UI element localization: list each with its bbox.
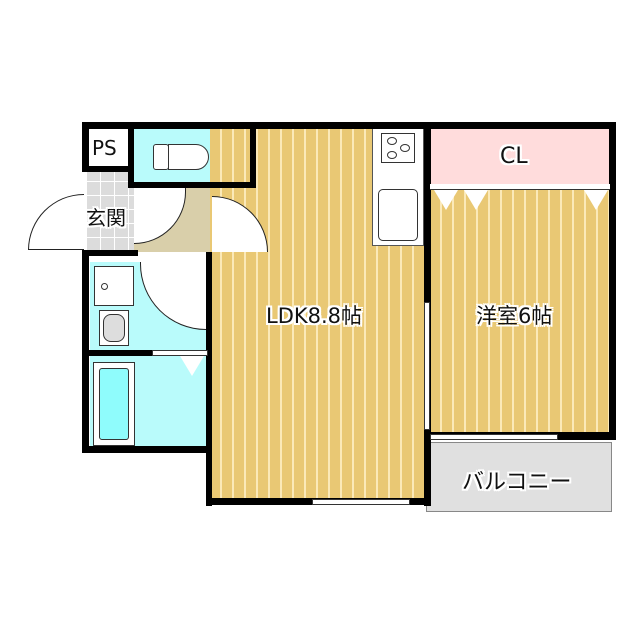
- closet-door-strip[interactable]: [430, 184, 610, 190]
- wall: [609, 122, 616, 440]
- wall: [250, 122, 256, 188]
- ps-label: PS: [92, 136, 117, 160]
- wall: [82, 166, 134, 172]
- bathtub-icon: [93, 362, 135, 446]
- balcony: [426, 442, 612, 512]
- closet-door-triangle: [464, 190, 488, 210]
- wall: [128, 122, 134, 188]
- entrance-floor: [86, 172, 134, 252]
- toilet-icon: [153, 144, 209, 170]
- washing-machine-icon: [94, 266, 134, 306]
- wall: [82, 350, 154, 356]
- ps-area: [86, 128, 130, 170]
- ldk-label: LDK8.8帖: [266, 304, 363, 328]
- sink-icon: [378, 189, 418, 241]
- wall: [128, 182, 256, 188]
- closet-door-triangle: [434, 190, 458, 210]
- closet-label: CL: [500, 144, 528, 169]
- closet: [430, 128, 610, 184]
- wall: [82, 250, 138, 256]
- kitchen-counter: [372, 128, 424, 246]
- wall: [206, 252, 212, 506]
- washbasin-icon: [99, 310, 129, 346]
- sliding-door[interactable]: [424, 302, 430, 430]
- wall: [82, 122, 616, 129]
- entrance-label: 玄関: [86, 206, 126, 230]
- balcony-label: バルコニー: [462, 470, 572, 495]
- western-room-floor: [430, 184, 610, 438]
- ldk-window: [312, 499, 410, 505]
- western-room-label: 洋室6帖: [476, 304, 553, 328]
- wall: [82, 446, 212, 453]
- wall: [82, 122, 89, 172]
- washroom-door[interactable]: [152, 350, 208, 356]
- entrance-door-icon[interactable]: [28, 194, 84, 250]
- closet-door-triangle: [584, 190, 608, 210]
- stove-icon: [381, 133, 415, 163]
- bath-door-triangle: [180, 356, 204, 376]
- balcony-window: [430, 434, 558, 440]
